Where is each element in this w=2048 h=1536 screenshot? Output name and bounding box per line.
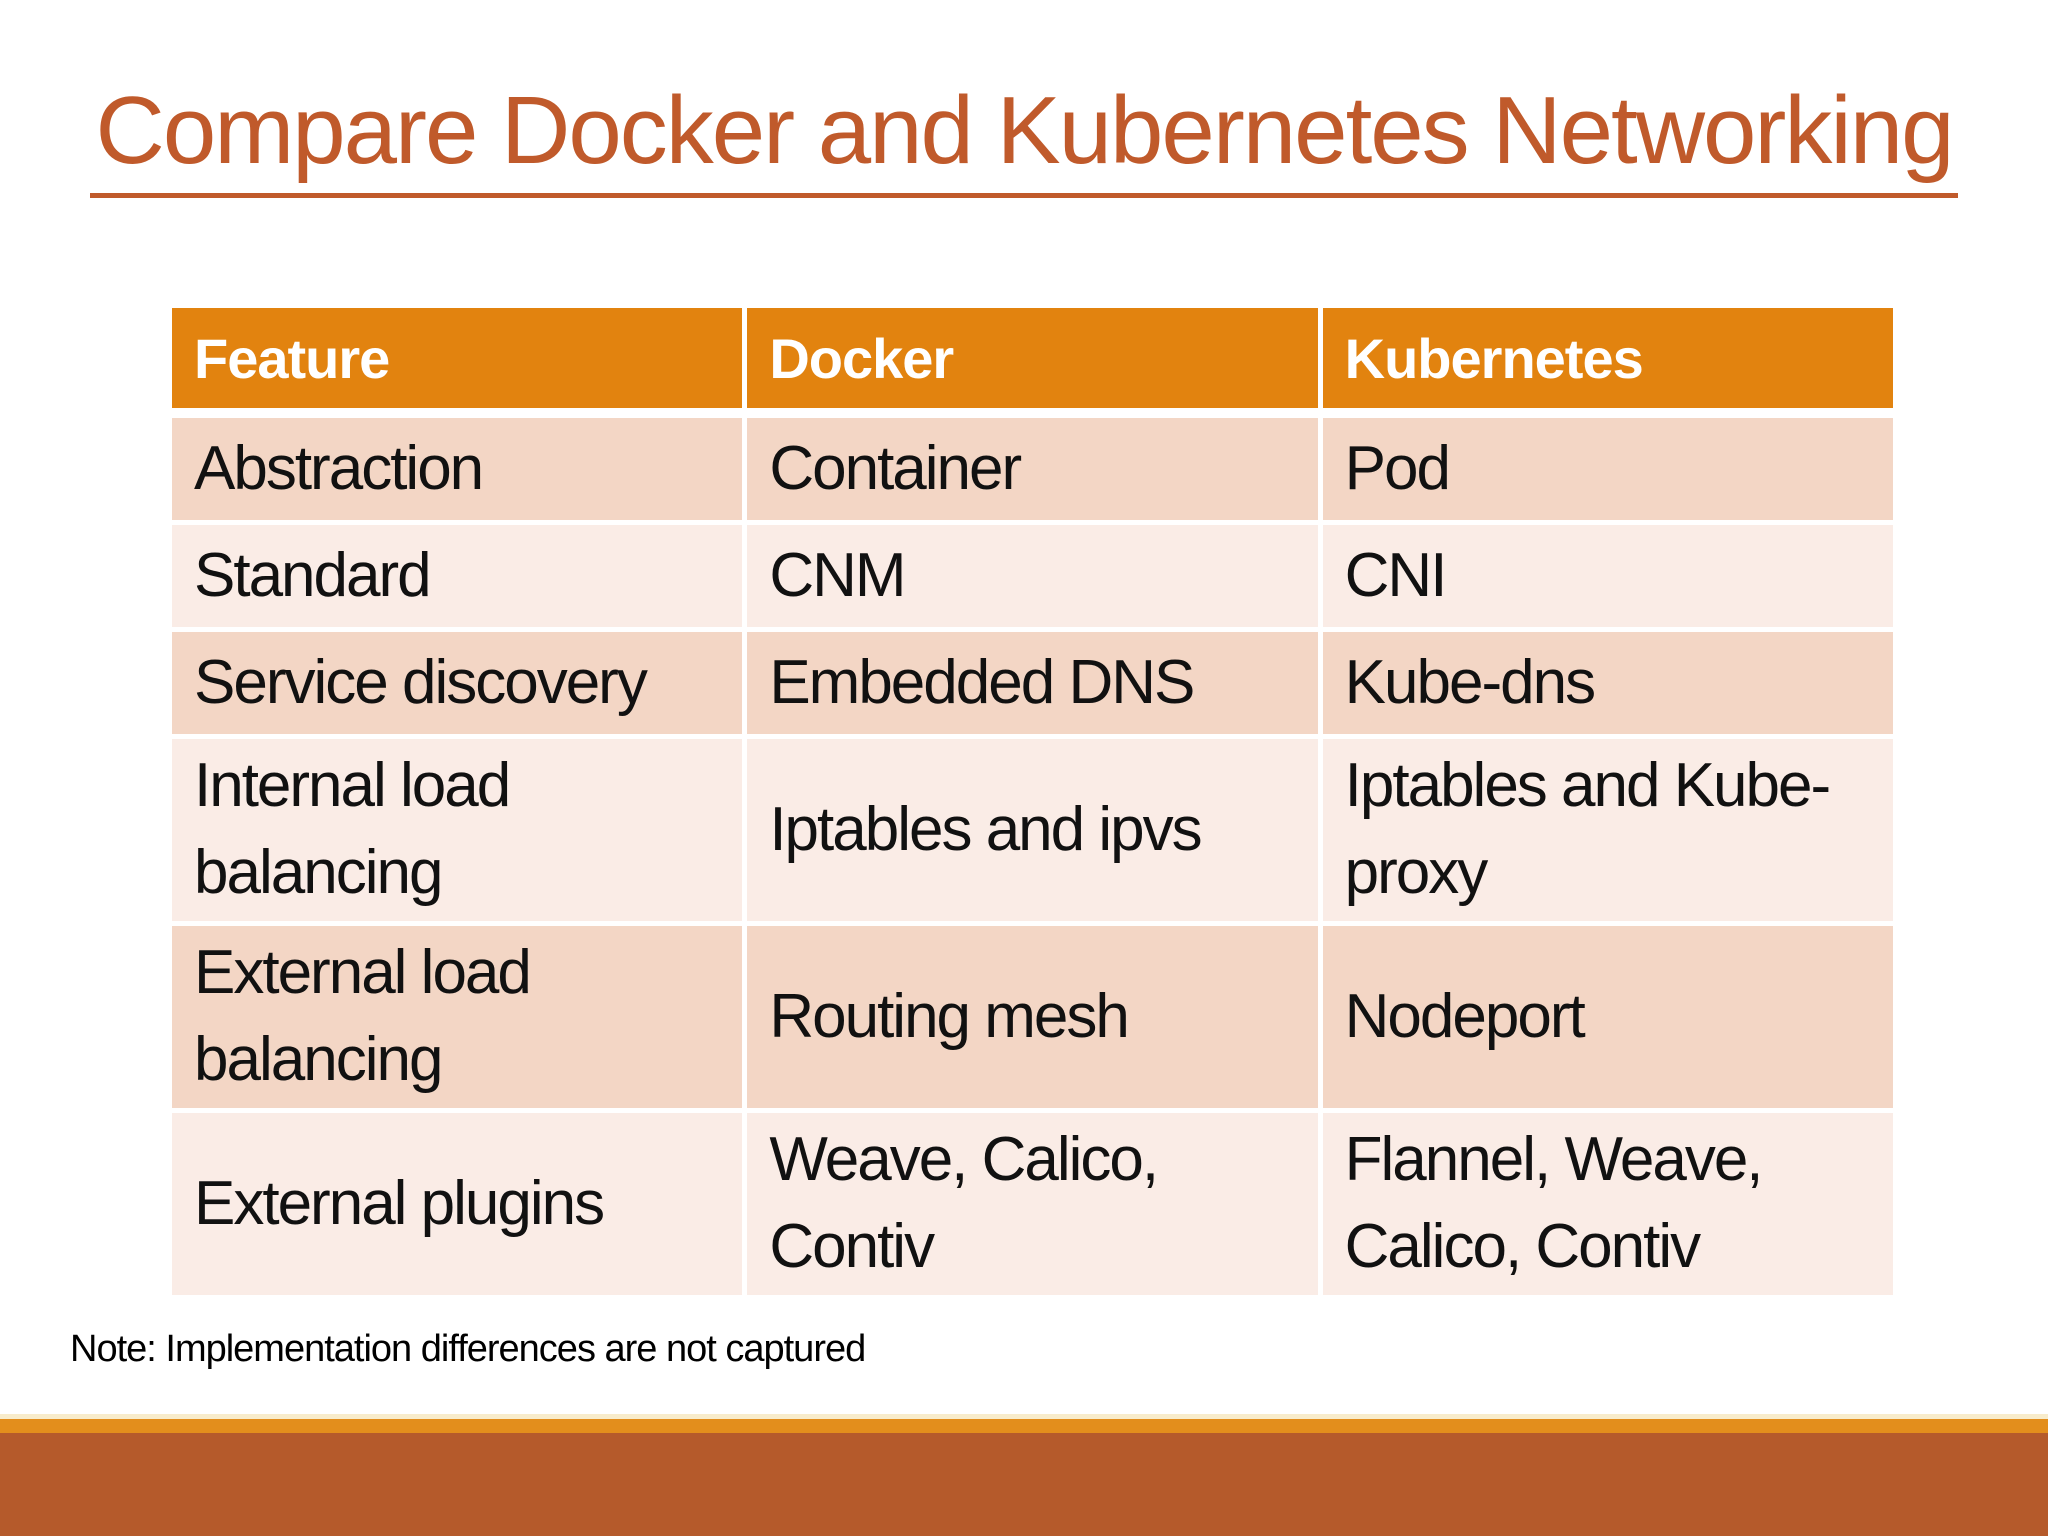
table-cell: Standard (172, 525, 743, 627)
table-cell: Flannel, Weave, Calico, Contiv (1322, 1113, 1893, 1295)
table-cell: Weave, Calico, Contiv (747, 1113, 1318, 1295)
table-row-abstraction: Abstraction Container Pod (172, 418, 1893, 520)
table-cell: External plugins (172, 1113, 743, 1295)
footer-orange-strip (0, 1419, 2048, 1433)
title-block: Compare Docker and Kubernetes Networking (0, 74, 2048, 199)
header-cell-docker: Docker (747, 308, 1318, 408)
table-row-external-plugins: External plugins Weave, Calico, Contiv F… (172, 1113, 1893, 1295)
footer-rust-band (0, 1433, 2048, 1536)
table-cell: Iptables and Kube-proxy (1322, 739, 1893, 921)
table-cell: Routing mesh (747, 926, 1318, 1108)
table-cell: Iptables and ipvs (747, 739, 1318, 921)
page-title: Compare Docker and Kubernetes Networking (89, 74, 1959, 199)
table-header-row: Feature Docker Kubernetes (172, 308, 1893, 408)
table-cell: External load balancing (172, 926, 743, 1108)
header-cell-feature: Feature (172, 308, 743, 408)
table-cell: Pod (1322, 418, 1893, 520)
table-cell: Nodeport (1322, 926, 1893, 1108)
table-cell: CNM (747, 525, 1318, 627)
table-row-standard: Standard CNM CNI (172, 525, 1893, 627)
table-row-external-load-balancing: External load balancing Routing mesh Nod… (172, 926, 1893, 1108)
table-cell: Internal load balancing (172, 739, 743, 921)
table-cell: Kube-dns (1322, 632, 1893, 734)
table-cell: Embedded DNS (747, 632, 1318, 734)
table-cell: Service discovery (172, 632, 743, 734)
table-cell: Container (747, 418, 1318, 520)
note-text: Note: Implementation differences are not… (70, 1328, 866, 1370)
table-cell: CNI (1322, 525, 1893, 627)
footer-cream-strip (0, 1414, 2048, 1419)
table-cell: Abstraction (172, 418, 743, 520)
table-row-service-discovery: Service discovery Embedded DNS Kube-dns (172, 632, 1893, 734)
comparison-table: Feature Docker Kubernetes Abstraction Co… (172, 308, 1893, 1295)
table-row-internal-load-balancing: Internal load balancing Iptables and ipv… (172, 739, 1893, 921)
header-cell-kubernetes: Kubernetes (1322, 308, 1893, 408)
